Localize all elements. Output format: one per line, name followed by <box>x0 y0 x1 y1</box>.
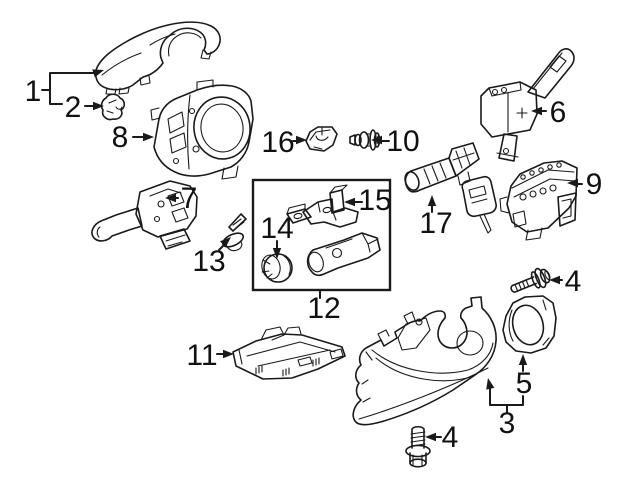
callout-4-bottom-label: 4 <box>442 421 459 454</box>
callout-15[interactable]: 15 <box>344 184 392 217</box>
callout-12[interactable]: 12 <box>307 289 341 325</box>
callout-12-label: 12 <box>307 292 340 325</box>
callout-10[interactable]: 10 <box>371 125 420 158</box>
callout-11[interactable]: 11 <box>186 339 234 372</box>
callout-4-bottom[interactable]: 4 <box>425 421 458 454</box>
callout-16-label: 16 <box>261 126 294 159</box>
callout-16[interactable]: 16 <box>261 126 307 159</box>
callout-4-bottom-arrowhead <box>425 432 436 442</box>
callout-17[interactable]: 17 <box>419 195 453 240</box>
part-17-lock-cylinder-key-drawing <box>404 142 497 234</box>
part-5-trim-ring-drawing <box>502 295 557 354</box>
callout-2[interactable]: 2 <box>65 91 104 124</box>
callout-6-arrowhead <box>531 106 542 116</box>
callout-4-top-arrowhead <box>549 275 560 285</box>
callout-17-label: 17 <box>419 207 452 240</box>
part-4-bolt-bottom-drawing <box>405 425 431 468</box>
callout-8-label: 8 <box>112 121 129 154</box>
callout-1[interactable]: 1 <box>25 66 106 108</box>
callout-17-arrowhead <box>427 195 437 206</box>
callout-7-label: 7 <box>181 182 198 215</box>
callout-3[interactable]: 3 <box>484 377 524 440</box>
callout-5[interactable]: 5 <box>516 354 533 400</box>
callout-3-arrowhead <box>486 378 495 390</box>
part-6-mounting-bracket-drawing <box>480 48 575 162</box>
callout-4-top-label: 4 <box>565 265 582 298</box>
callout-1-label: 1 <box>25 75 42 108</box>
callout-1-leader-line <box>41 72 97 105</box>
part-3-lower-column-cover-drawing <box>352 296 497 426</box>
callout-10-label: 10 <box>386 125 419 158</box>
callout-6-label: 6 <box>550 96 567 129</box>
part-7-multifunction-switch-drawing <box>91 180 198 250</box>
callout-5-arrowhead <box>518 354 528 365</box>
callout-5-label: 5 <box>516 367 533 400</box>
callout-14-arrowhead <box>272 248 282 259</box>
callout-8[interactable]: 8 <box>112 121 154 154</box>
part-2-retainer-clip-drawing <box>100 93 126 121</box>
part-11-control-module-drawing <box>232 326 346 380</box>
callout-15-label: 15 <box>358 184 391 217</box>
callout-11-label: 11 <box>186 339 217 372</box>
callout-7-arrowhead <box>165 193 176 203</box>
callout-4-top[interactable]: 4 <box>549 265 581 298</box>
part-15-lock-bracket-drawing <box>286 184 359 228</box>
callout-13-arrowhead <box>220 237 231 248</box>
callout-13-label: 13 <box>192 245 225 278</box>
callout-13[interactable]: 13 <box>192 234 233 278</box>
part-8-column-housing-drawing <box>150 79 254 180</box>
callout-7[interactable]: 7 <box>165 182 197 215</box>
callout-9[interactable]: 9 <box>567 168 602 201</box>
callout-10-arrowhead <box>371 135 382 145</box>
callout-3-label: 3 <box>499 407 516 440</box>
callout-14-label: 14 <box>260 212 293 245</box>
part-1-upper-column-cover-drawing <box>94 21 221 95</box>
part-16-clip-bracket-drawing <box>305 126 338 152</box>
callout-9-arrowhead <box>567 178 578 188</box>
part-12-lock-case-drawing <box>306 232 381 277</box>
callout-1-arrowhead <box>92 69 104 78</box>
callout-2-label: 2 <box>65 91 82 124</box>
callout-11-arrowhead <box>223 349 234 359</box>
callout-3-leader-line <box>489 384 524 413</box>
callout-15-arrowhead <box>344 197 355 207</box>
callout-16-arrowhead <box>296 135 307 145</box>
part-4-bolt-top-drawing <box>510 267 551 293</box>
callout-9-label: 9 <box>586 168 603 201</box>
part-9-ignition-switch-drawing <box>499 160 578 241</box>
part-12-kit-box <box>251 178 392 292</box>
callout-14[interactable]: 14 <box>260 212 294 259</box>
callout-6[interactable]: 6 <box>531 96 566 129</box>
callout-8-arrowhead <box>143 132 154 142</box>
callout-2-arrowhead <box>93 101 104 111</box>
